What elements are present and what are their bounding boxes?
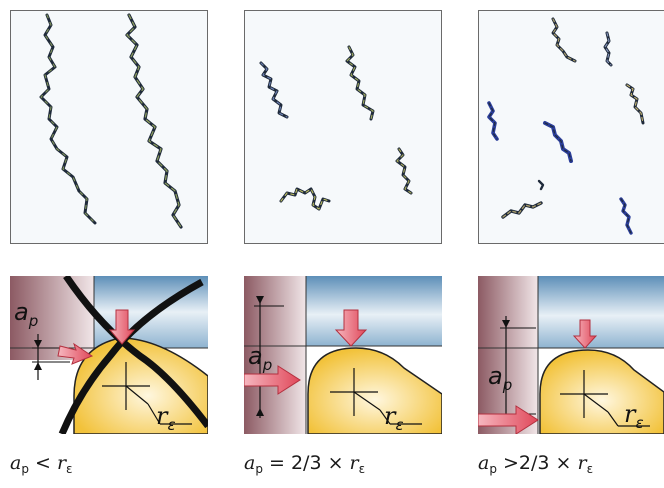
workpiece-shoulder [244, 276, 306, 434]
chip-long-1 [39, 13, 97, 225]
chip-short-8 [537, 179, 545, 191]
feed-arrow-side [57, 342, 94, 365]
caption-right: ap >2/3 × rε [478, 452, 594, 476]
feed-arrow-top [108, 309, 136, 345]
ap-label: ap [14, 298, 38, 330]
chip-short-4 [487, 101, 499, 141]
chip-segment-4 [279, 187, 331, 211]
feed-arrow-side [244, 365, 301, 395]
tool-diagram-right: ap rε [478, 276, 664, 434]
r-epsilon-label: rε [156, 402, 176, 434]
feed-arrow-top [572, 319, 598, 349]
caption-middle: ap = 2/3 × rε [244, 452, 366, 476]
r-epsilon-label: rε [624, 400, 644, 432]
chip-segment-3 [395, 147, 413, 195]
chip-short-2 [603, 31, 613, 67]
insert-body [307, 347, 442, 434]
chip-short-7 [619, 197, 633, 235]
workpiece-shoulder [478, 276, 538, 434]
ap-label: ap [488, 362, 512, 394]
chip-segment-1 [259, 61, 289, 119]
caption-left: ap < rε [10, 452, 73, 476]
insert-body [539, 349, 664, 434]
ap-label: ap [248, 342, 272, 374]
chip-short-5 [543, 121, 573, 163]
chip-long-2 [125, 13, 183, 229]
cross-out-stroke-2 [58, 278, 204, 434]
chip-segment-2 [345, 45, 375, 121]
r-epsilon-label: rε [384, 402, 404, 434]
chip-short-1 [551, 17, 577, 63]
chip-short-6 [501, 201, 543, 219]
feed-arrow-side [478, 405, 539, 434]
chip-photo-left [10, 10, 208, 244]
chip-photo-middle [244, 10, 442, 244]
tool-diagram-left: ap rε [10, 276, 208, 434]
tool-diagram-middle: ap rε [244, 276, 442, 434]
cross-out-stroke-1 [63, 276, 208, 429]
chip-short-3 [625, 83, 645, 125]
chip-photo-right [478, 10, 664, 244]
feed-arrow-top [334, 309, 368, 347]
